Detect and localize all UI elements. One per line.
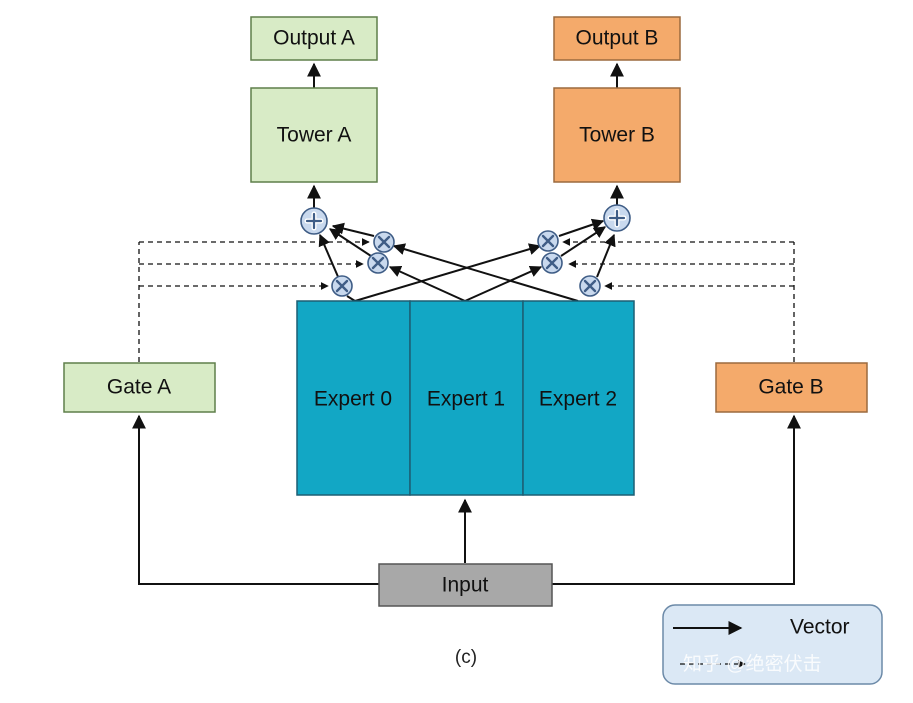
expert-0-box [296,300,411,496]
times-circle-icon [367,252,389,274]
gate-b-node: Gate B [715,362,868,413]
watermark: 知乎 @绝密伏击 [683,653,822,675]
output-b-box [553,16,681,61]
input-label: Input [442,574,489,597]
gate-a-node: Gate A [63,362,216,413]
input-box [378,563,553,607]
input-to-gate-b-edge [552,414,801,585]
expert-to-gating-edges [346,243,579,302]
times-circle-icon [373,231,395,253]
expert-2-label: Expert 2 [539,388,617,411]
tower-a-node: Tower A [250,87,378,183]
gate-a-box [63,362,216,413]
output-a-label: Output A [273,27,355,50]
expert-2-box [522,300,635,496]
gate-a-label: Gate A [107,376,171,399]
gating-to-sum-edges [318,218,616,280]
times-circle-icon [541,252,563,274]
gate-a-dashed-edges [138,238,370,362]
output-b-node: Output B [553,16,681,61]
output-a-box [250,16,378,61]
plus-circle-icon [603,204,631,232]
input-to-gate-a-edge [132,414,379,585]
expert-1-box [409,300,524,496]
gate-b-label: Gate B [758,376,823,399]
experts-block: Expert 0 Expert 1 Expert 2 [296,300,635,496]
output-b-label: Output B [576,27,659,50]
expert-1-label: Expert 1 [427,388,505,411]
gate-b-box [715,362,868,413]
tower-b-box [553,87,681,183]
tower-b-label: Tower B [579,124,655,147]
times-circle-icon [537,230,559,252]
expert-0-label: Expert 0 [314,388,392,411]
tower-a-box [250,87,378,183]
tower-a-label: Tower A [277,124,352,147]
output-a-node: Output A [250,16,378,61]
input-node: Input [378,563,553,607]
times-circle-icon [331,275,353,297]
plus-circle-icon [300,207,328,235]
figure-caption: (c) [455,647,477,668]
gate-b-dashed-edges [562,238,795,362]
legend: Vector 知乎 @绝密伏击 [662,604,883,685]
legend-vector-label: Vector [790,616,850,639]
times-circle-icon [579,275,601,297]
tower-b-node: Tower B [553,87,681,183]
